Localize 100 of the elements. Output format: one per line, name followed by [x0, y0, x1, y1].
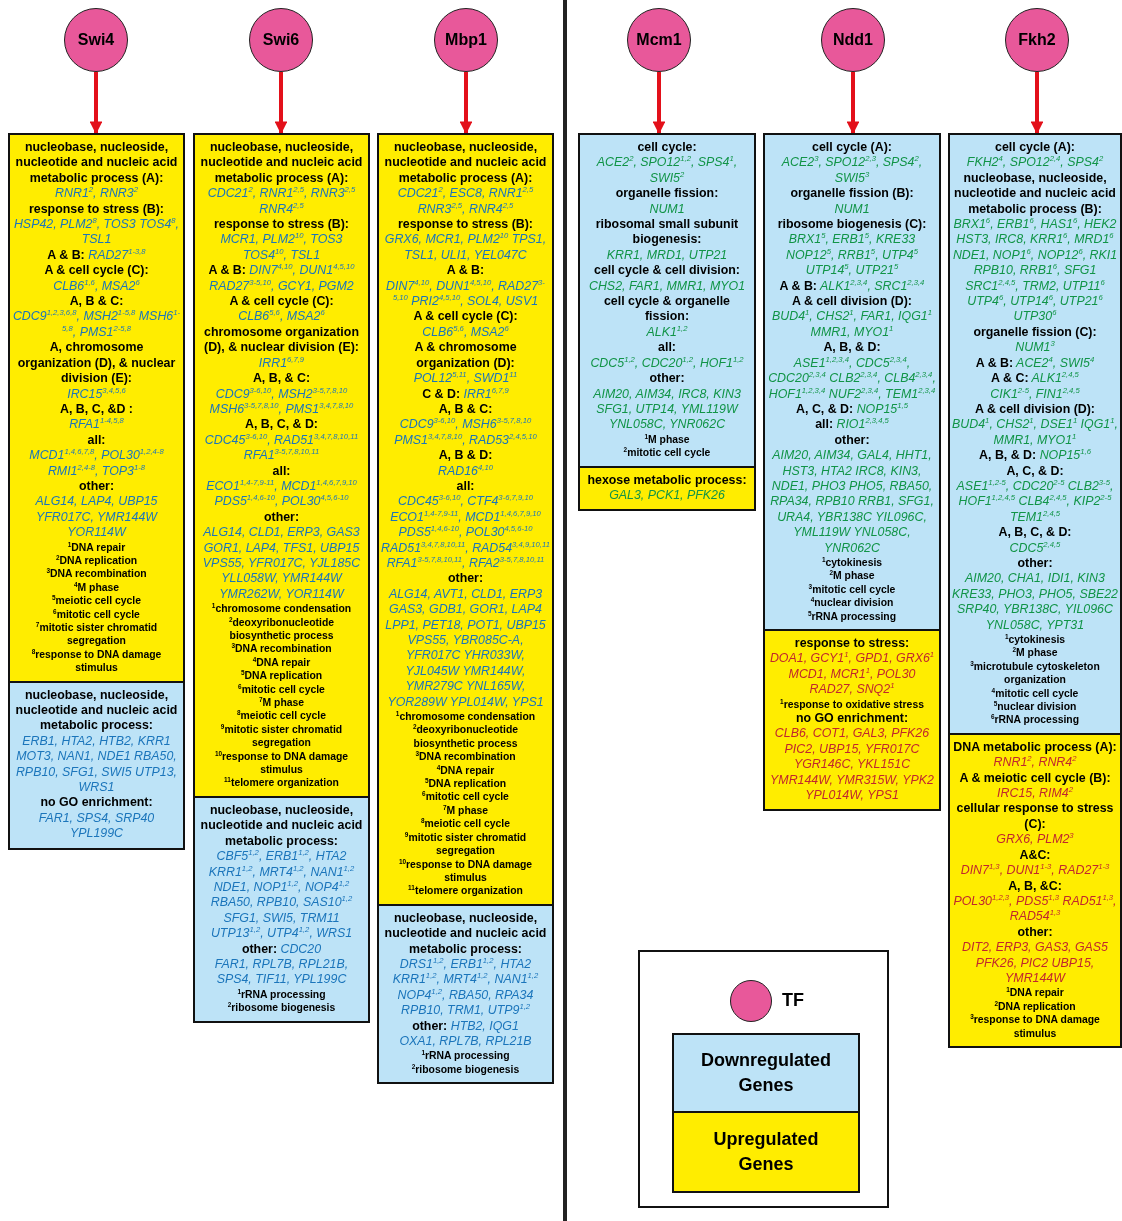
gene-list: CIK1$^{2-5}$, FIN1$^{2,4,5}$ — [952, 386, 1118, 402]
category-heading: nucleobase, nucleoside, nucleotide and nucleic acid metabolic process: — [14, 687, 179, 734]
footnote: $^{7}$M phase — [441, 803, 490, 818]
footnote: $^{1}$DNA repair — [66, 540, 127, 554]
footnote: $^{1}$chromosome condensation — [394, 710, 537, 724]
category-heading: all: — [657, 340, 677, 356]
footnote: $^{5}$nuclear division — [992, 700, 1078, 714]
legend-label: Upregulated Genes — [712, 1128, 820, 1176]
category-gene-line: C & D: IRR1$^{6,7,9}$ — [421, 386, 510, 402]
footnote: $^{4}$M phase — [72, 580, 121, 595]
category-heading: organelle fission (B): — [789, 186, 915, 202]
footnote: $^{4}$DNA repair — [435, 763, 496, 778]
gene-list: CDC21$^{2}$, RNR1$^{2,5}$, RNR3$^{2,5}$ RNR4$^{2,5}$ — [197, 186, 366, 218]
footnote: $^{2}$ribosome biogenesis — [226, 1001, 337, 1015]
category-heading: A, B, &C: — [1007, 878, 1063, 894]
category-heading: other: — [648, 371, 686, 387]
footnote: $^{2}$deoxyribonucleotide biosynthetic process — [227, 615, 336, 643]
gene-list-panel — [763, 133, 941, 631]
gene-list: CDC45$^{3-6,10}$, RAD51$^{3,4,7,8,10,11}$ RFA1$^{3-5,7,8,10,11}$ — [197, 432, 366, 464]
category-heading: A & chromosome organization (D): — [413, 340, 518, 372]
footnote: $^{2}$mitotic cell cycle — [622, 446, 712, 460]
footnote: $^{1}$cytokinesis — [1003, 633, 1067, 647]
gene-list: CDC5$^{1,2}$, CDC20$^{1,2}$, HOF1$^{1,2}$ — [582, 355, 752, 372]
footnote: $^{5}$rRNA processing — [806, 609, 898, 623]
category-heading: nucleobase, nucleoside, nucleotide and nucleic acid metabolic process: — [199, 802, 364, 850]
category-gene-line: other: CDC20 — [240, 941, 323, 957]
gene-list-panel — [377, 133, 554, 906]
category-heading: organelle fission (C): — [972, 324, 1098, 341]
category-heading: other: — [1016, 924, 1054, 941]
footnote: $^{8}$meiotic cell cycle — [235, 709, 328, 723]
gene-list: ACE2$^{3}$, SPO12$^{2,3}$, SPS4$^{2}$, SWI5$^{3}$ — [767, 155, 937, 187]
gene-list: ASE1$^{1,2,3,4}$, CDC5$^{2,3,4}$, CDC20$^{2,3,4}$ CLB2$^{2,3,4}$, CLB4$^{2,3,4}$, HOF1$^{1,2,3,4}$ NUF2$^{2,3,4}$, TEM1$^{2,3,4}$ — [767, 355, 937, 402]
category-heading: response to stress (B): — [28, 201, 165, 218]
gene-list: CLB6, COT1, GAL3, PFK26 PIC2, UBP15, YFR017C YGR146C, YKL151C YMR144W, YMR315W, YPK2 YPL014W, YPS1 — [767, 726, 937, 804]
gene-list-panel — [8, 682, 185, 850]
category-heading: other: — [1016, 555, 1054, 572]
gene-list: GAL3, PCK1, PFK26 — [582, 487, 752, 504]
gene-list: BUD4$^{1}$, CHS2$^{1}$, FAR1, IQG1$^{1}$ MMR1, MYO1$^{1}$ — [767, 309, 937, 341]
footnote: $^{4}$DNA repair — [251, 655, 312, 670]
footnote: $^{8}$meiotic cell cycle — [419, 817, 512, 831]
footnote: $^{11}$telomere organization — [223, 776, 340, 790]
category-gene-line: A & C: ALK1$^{2,4,5}$ — [990, 371, 1080, 387]
category-heading: all: — [271, 463, 292, 479]
tf-circle: Swi4 — [64, 8, 128, 72]
category-heading: cell cycle (A): — [811, 140, 893, 156]
gene-list: MCR1, PLM2$^{10}$, TOS3 TOS4$^{10}$, TSL1 — [197, 232, 366, 264]
category-heading: response to stress: — [793, 636, 911, 652]
category-heading: nucleobase, nucleoside, nucleotide and nucleic acid metabolic process (A): — [383, 140, 548, 187]
gene-list-panel — [193, 797, 370, 1023]
gene-list: DIN7$^{4,10}$, DUN1$^{4,5,10}$, RAD27$^{3-}$$^{5,10}$ PRI2$^{4,5,10}$, SOL4, USV1 — [381, 278, 550, 310]
category-gene-line: A & B: ACE2$^{4}$, SWI5$^{4}$ — [974, 355, 1096, 372]
category-heading: other: — [446, 571, 485, 587]
gene-list: DIT2, ERP3, GAS3, GAS5 PFK26, PIC2 UBP15, YMR144W — [952, 940, 1118, 987]
gene-list: ALG14, CLD1, ERP3, GAS3 GOR1, LAP4, TFS1, UBP15 VPS55, YFR017C, YJL185C YLL058W, YMR144W YMR262W, YOR114W — [197, 525, 366, 603]
category-heading: A, B, & C: — [251, 371, 312, 387]
category-heading: A, B, C, & D: — [997, 525, 1073, 541]
gene-list: ALG14, AVT1, CLD1, ERP3 GAS3, GDB1, GOR1, LAP4 LPP1, PET18, POT1, UBP15 VPS55, YBR085C-A, YFR017C YHR033W, YJL045W YMR144W, YMR279C YNL165W, YOR289W YPL014W, YPS1 — [381, 586, 550, 711]
footnote: $^{11}$telomere organization — [407, 884, 524, 898]
category-heading: A, B, C, & D: — [244, 417, 319, 433]
gene-list: POL30$^{1,2,3}$, PDS5$^{1,3}$ RAD51$^{1,3}$, RAD54$^{1,3}$ — [952, 893, 1118, 925]
category-gene-line: A & B: ALK1$^{2,3,4}$, SRC1$^{2,3,4}$ — [778, 278, 926, 295]
category-heading: no GO enrichment: — [39, 795, 154, 811]
gene-list: FAR1, RPL7B, RPL21B, SPS4, TIF11, YPL199C — [197, 956, 366, 988]
arrow — [1030, 72, 1044, 135]
tf-circle: Fkh2 — [1005, 8, 1069, 72]
category-gene-line: all: RIO1$^{2,3,4,5}$ — [814, 417, 890, 433]
category-gene-line: A & B: RAD27$^{1-3,8}$ — [46, 247, 147, 264]
footnote: $^{3}$response to DNA damage stimulus — [969, 1013, 1101, 1040]
category-heading: ribosome biogenesis (C): — [776, 217, 928, 233]
category-heading: nucleobase, nucleoside, nucleotide and nucleic acid metabolic process: — [383, 910, 548, 957]
category-heading: A, chromosome organization (D), & nuclear division (E): — [16, 340, 177, 387]
gene-list: CDC9$^{3-6,10}$, MSH6$^{3-5,7,8,10}$ PMS1$^{3,4,7,8,10}$, RAD53$^{2,4,5,10}$ — [381, 417, 550, 449]
category-heading: A & cell cycle (C): — [412, 309, 519, 325]
gene-list: CHS2, FAR1, MMR1, MYO1 — [582, 278, 752, 295]
gene-list: CDC9$^{3-6,10}$, MSH2$^{3-5,7,8,10}$ MSH6$^{3-5,7,8,10}$, PMS1$^{3,4,7,8,10}$ — [197, 386, 366, 418]
category-heading: response to stress (B): — [213, 217, 350, 233]
gene-list: BRX1$^{5}$, ERB1$^{5}$, KRE33 NOP12$^{5}$, RRB1$^{5}$, UTP4$^{5}$ UTP14$^{5}$, UTP21$^{5}$ — [767, 232, 937, 279]
gene-list: RFA1$^{1-4,5,8}$ — [12, 417, 181, 433]
gene-list: RAD16$^{4,10}$ — [381, 463, 550, 479]
category-heading: A, B, C, &D : — [59, 401, 134, 418]
gene-list: RNR1$^{2}$, RNR3$^{2}$ — [12, 186, 181, 202]
gene-list: KRR1, MRD1, UTP21 — [582, 247, 752, 264]
footnote: $^{6}$mitotic cell cycle — [237, 682, 326, 697]
category-gene-line: other: HTB2, IQG1 — [411, 1018, 520, 1034]
category-heading: cell cycle (A): — [994, 140, 1076, 156]
category-heading: organelle fission: — [614, 186, 720, 202]
gene-list: MCD1$^{1,4,6,7,8}$, POL30$^{1,2,4-8}$ RMI1$^{2,4-8}$, TOP3$^{1-8}$ — [12, 448, 181, 479]
gene-list: GRX6, MCR1, PLM2$^{10}$ TPS1, TSL1, ULI1, YEL047C — [381, 232, 550, 264]
gene-list: FKH2$^{4}$, SPO12$^{2,4}$, SPS4$^{2}$ — [952, 155, 1118, 171]
footnote: $^{4}$mitotic cell cycle — [990, 686, 1080, 701]
footnote: $^{1}$chromosome condensation — [210, 602, 353, 616]
category-heading: cell cycle & cell division: — [593, 263, 741, 279]
gene-list: ACE2$^{2}$, SPO12$^{1,2}$, SPS4$^{1}$, SWI5$^{2}$ — [582, 155, 752, 187]
category-heading: nucleobase, nucleoside, nucleotide and nucleic acid metabolic process (B): — [953, 170, 1117, 218]
footnote: $^{2}$ribosome biogenesis — [410, 1062, 521, 1077]
footnote: $^{8}$response to DNA damage stimulus — [30, 647, 163, 675]
category-heading: A, B & C: — [68, 294, 125, 310]
gene-list-panel — [193, 133, 370, 798]
gene-list: CBF5$^{1,2}$, ERB1$^{1,2}$, HTA2 KRR1$^{1,2}$, MRT4$^{1,2}$, NAN1$^{1,2}$ NDE1, NOP1$^{1,2}$, NOP4$^{1,2}$ RBA50, RPB10, SAS10$^{1,2}$ SFG1, SWI5, TRM11 UTP13$^{1,2}$, UTP4$^{1,2}$, WRS1 — [197, 849, 366, 942]
category-heading: other: — [833, 432, 871, 449]
